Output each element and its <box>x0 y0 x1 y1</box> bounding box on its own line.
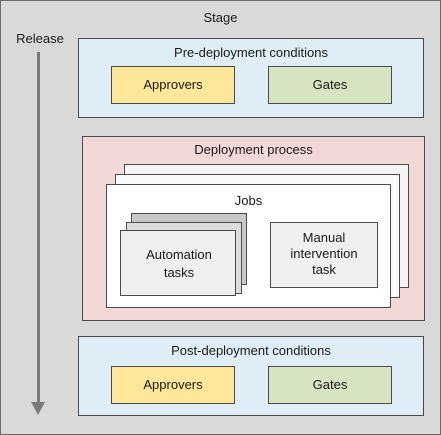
deployment-process-title: Deployment process <box>194 142 313 157</box>
release-label: Release <box>16 31 64 46</box>
post-deployment-title: Post-deployment conditions <box>171 343 331 358</box>
jobs-title: Jobs <box>234 193 263 208</box>
post-deployment-gates: Gates <box>268 366 392 404</box>
release-arrow-down-icon <box>31 402 45 415</box>
automation-tasks-label: Automation tasks <box>146 247 212 280</box>
release-arrow-shaft <box>37 52 40 405</box>
pre-deployment-title: Pre-deployment conditions <box>174 45 328 60</box>
manual-intervention-task-box <box>270 222 378 288</box>
post-deployment-approvers: Approvers <box>111 366 235 404</box>
stage-title: Stage <box>203 10 238 25</box>
pre-deployment-gates: Gates <box>268 66 392 104</box>
manual-intervention-task-label: Manual intervention task <box>290 230 358 277</box>
pre-deployment-approvers: Approvers <box>111 66 235 104</box>
automation-tasks-box <box>120 230 236 296</box>
